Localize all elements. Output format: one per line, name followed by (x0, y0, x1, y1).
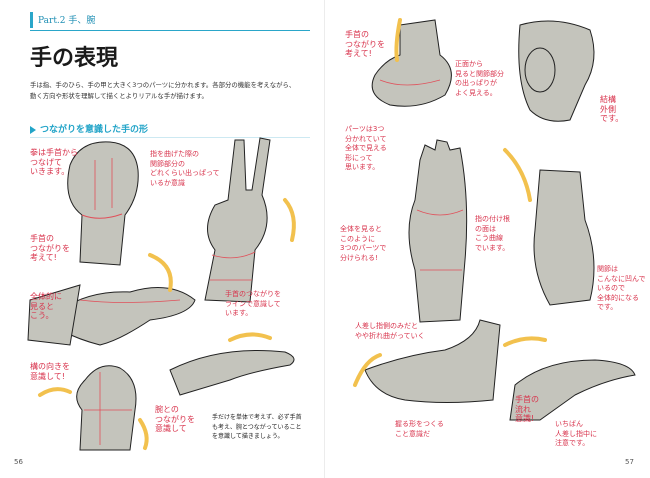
annotation: いちばん 人差し指中に 注意です。 (555, 420, 597, 447)
annotation: 手首の つながりを 考えて! (30, 234, 70, 262)
page-title: 手の表現 (30, 45, 119, 71)
curve-arrow-icon (148, 253, 173, 292)
left-illustrations (27, 137, 296, 451)
page-number: 57 (625, 458, 634, 466)
right-illustrations (353, 18, 636, 421)
right-page: 手首の つながりを 考えて! 正面から 見ると関節部分 の出っぱりが よく見える… (325, 0, 650, 478)
section-heading: つながりを意識した手の形 (30, 122, 148, 135)
annotation: 結構 外側 です。 (600, 95, 624, 123)
annotation: 握る形をつくる こと意識だ (395, 420, 444, 438)
page-number: 56 (14, 458, 23, 466)
annotation: 関節は こんなに凹んで いるので 全体的になる です。 (597, 265, 646, 311)
header-rule (30, 30, 310, 31)
annotation: 手首の 流れ 意識! (515, 395, 539, 423)
open-palm-drawing (408, 139, 468, 323)
side-hand-drawing (169, 350, 295, 396)
annotation: 全体を見ると このように 3つのパーツで 分けられる! (340, 225, 387, 262)
curve-arrow-icon (283, 198, 296, 242)
peace-hand-drawing (204, 137, 271, 303)
section-heading-label: つながりを意識した手の形 (40, 125, 149, 135)
annotation: 手首のつながりを ラインで意識して います。 (225, 290, 281, 317)
curve-arrow-icon (228, 332, 272, 342)
curve-arrow-icon (38, 387, 72, 397)
section-rule (30, 137, 310, 138)
flat-hand-drawing (27, 284, 196, 346)
part-label: Part.2 手、腕 (38, 16, 96, 26)
front-fist-drawing (518, 20, 595, 122)
annotation: 全体的に 見ると こう。 (30, 292, 62, 320)
fist-drawing (67, 141, 139, 266)
header-accent-bar (30, 12, 33, 28)
pointing-fist-drawing (76, 365, 137, 451)
annotation: 指を曲げた際の 関節部分の どれくらい出っぱって いるか意識 (150, 150, 220, 187)
annotation: 構の向きを 意識して! (30, 362, 70, 381)
curve-arrow-icon (353, 353, 382, 387)
curve-arrow-icon (138, 418, 149, 450)
annotation: 指の付け根 の面は こう曲線 でいます。 (475, 215, 510, 252)
triangle-bullet-icon (30, 125, 36, 134)
annotation: 手首の つながりを 考えて! (345, 30, 385, 58)
annotation: 正面から 見ると関節部分 の出っぱりが よく見える。 (455, 60, 504, 97)
curve-arrow-icon (503, 148, 532, 202)
left-page: Part.2 手、腕 手の表現 手は指、手のひら、手の甲と大きく3つのパーツに分… (14, 12, 310, 466)
side-flat-hand-drawing (509, 359, 636, 421)
annotation: 人差し指側のみだと やや折れ曲がっていく (355, 322, 425, 340)
annotation: 腕との つながりを 意識して (155, 405, 195, 433)
caption-text: 手だけを単体で考えず、必ず手首も考え、腕とつながっていることを意識して描きましょ… (212, 414, 302, 440)
curve-arrow-icon (394, 18, 402, 62)
palm-down-drawing (371, 19, 452, 107)
annotation: パーツは3つ 分かれていて 全体で見える 形にって 思います。 (345, 125, 387, 171)
intro-text: 手は指、手のひら、手の甲と大きく3つのパーツに分かれます。各部分の機能を考えなが… (30, 81, 296, 100)
side-hand-drawing (533, 169, 595, 306)
reaching-hand-drawing (364, 319, 501, 403)
annotation: 拳は手首から つなげて いきます。 (30, 148, 78, 176)
curve-arrow-icon (503, 336, 547, 347)
